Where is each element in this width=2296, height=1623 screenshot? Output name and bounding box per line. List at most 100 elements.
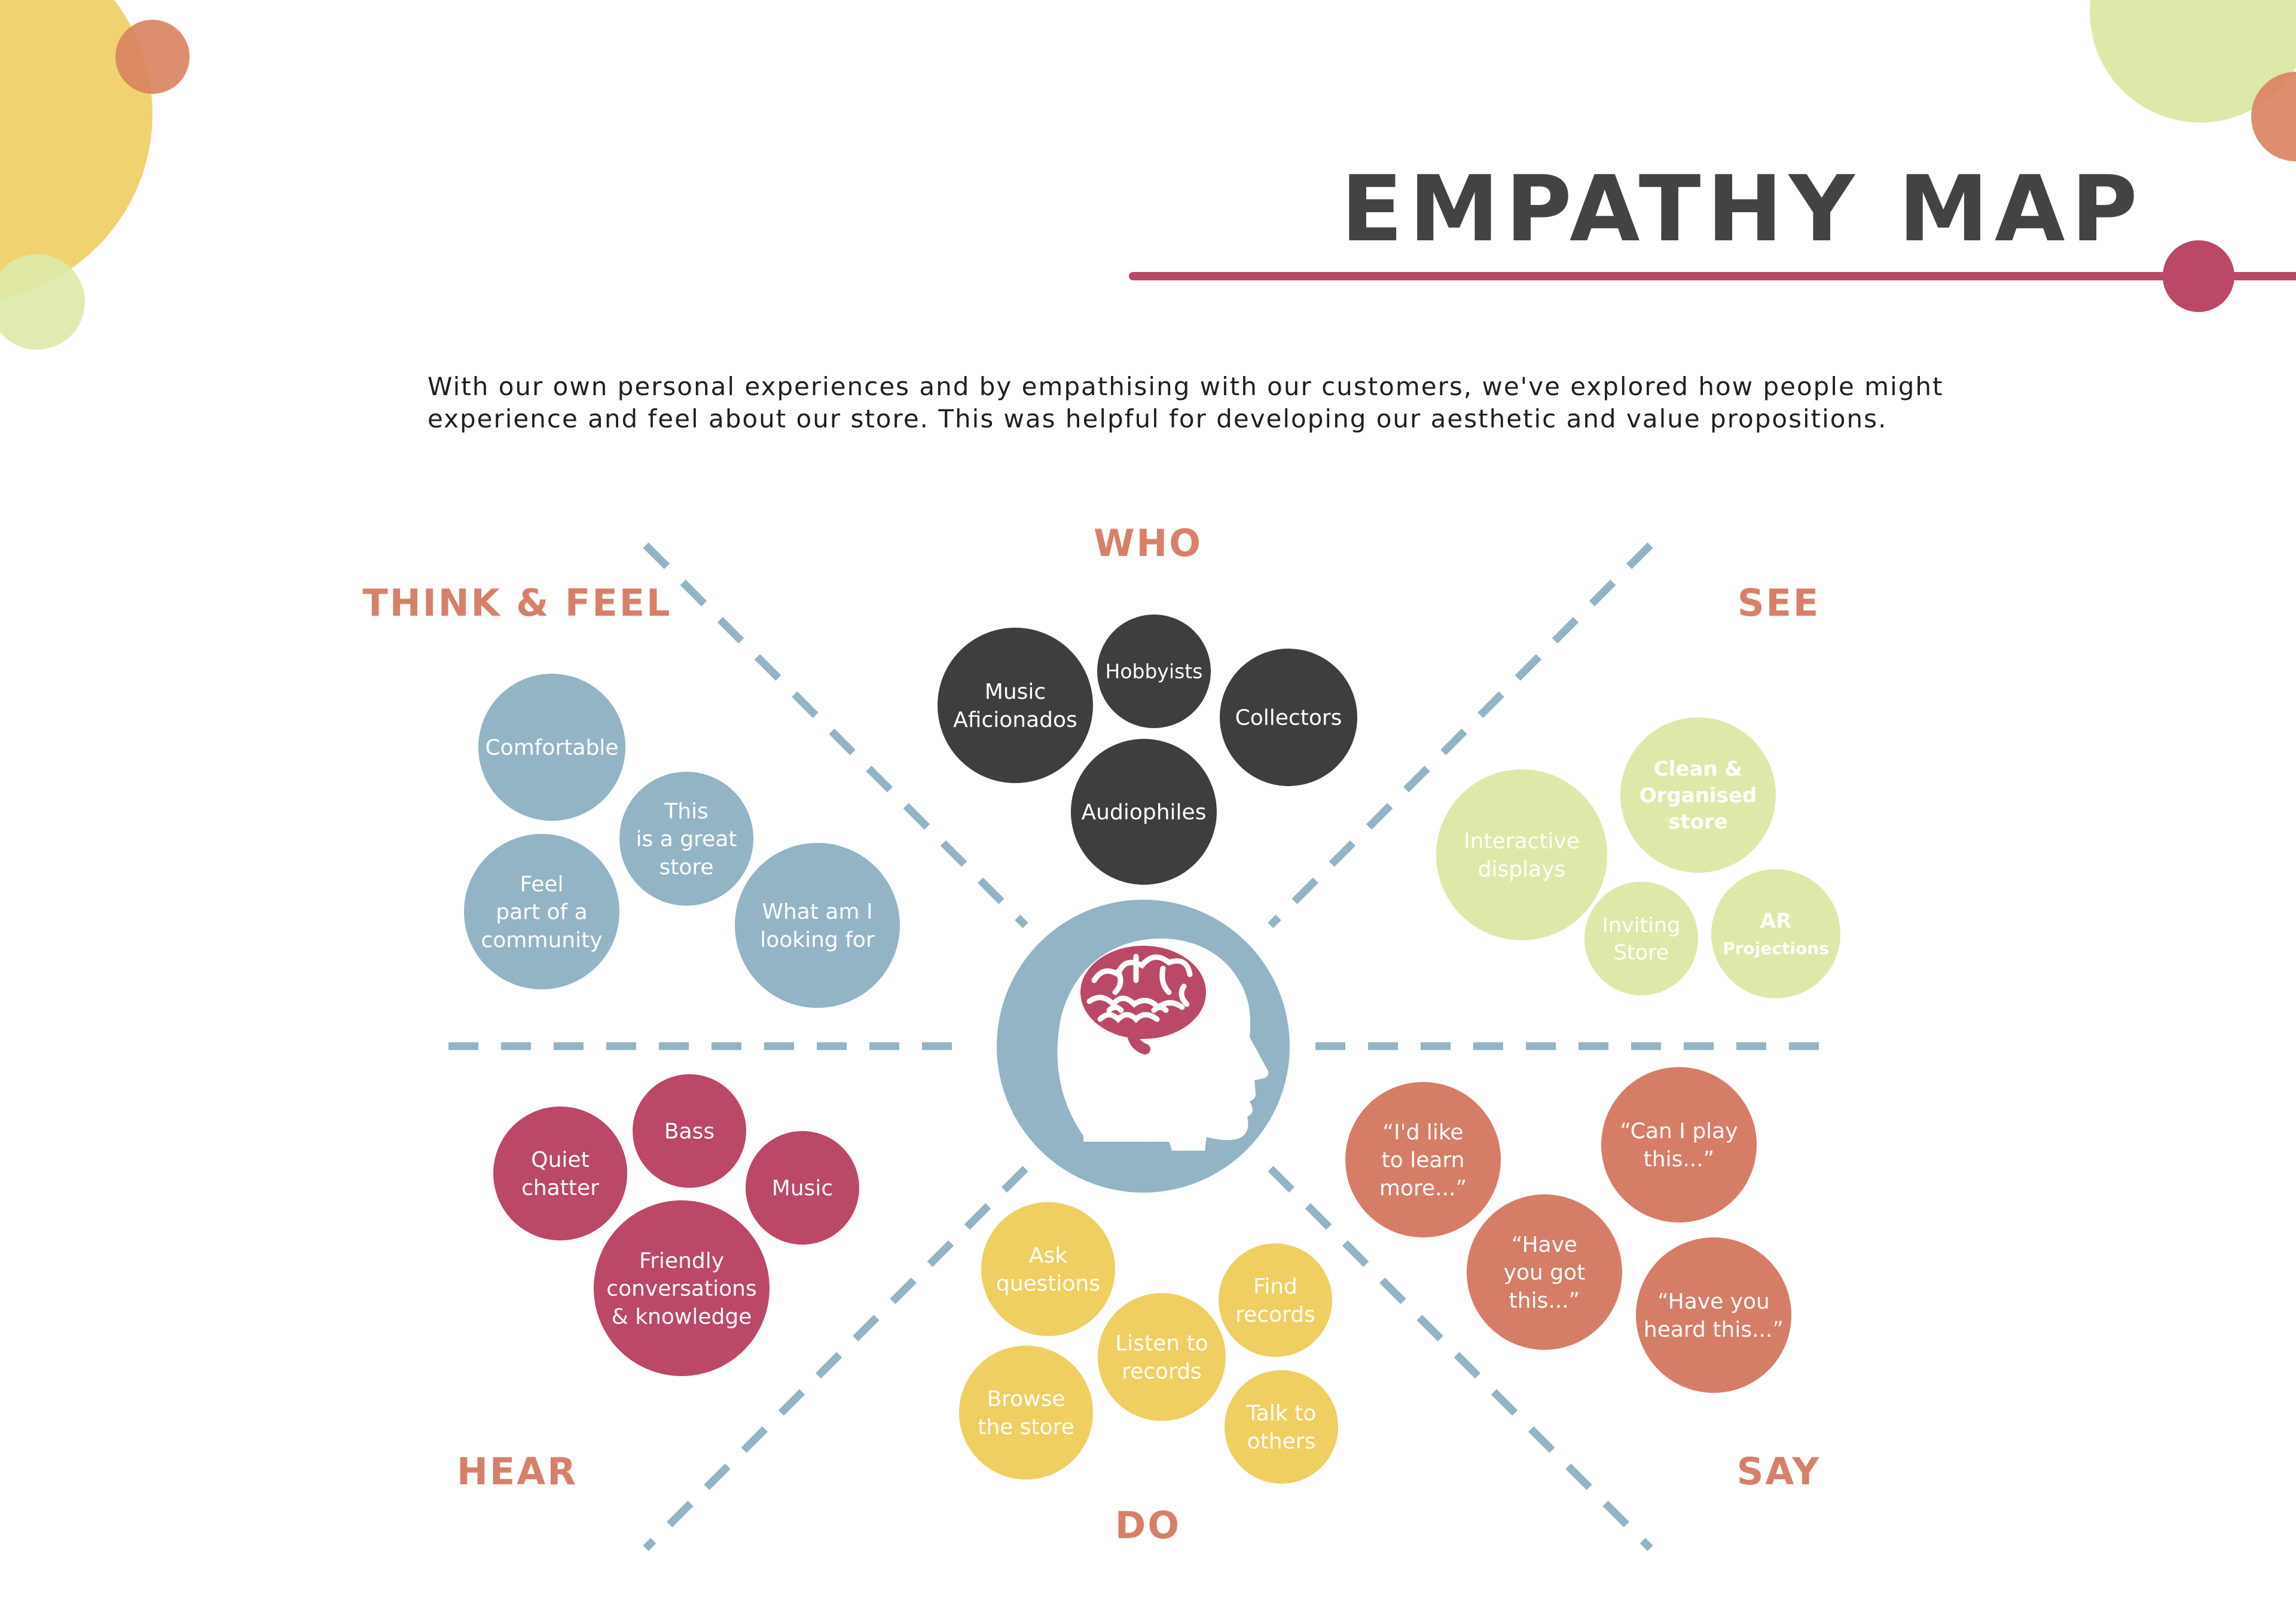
- bubble-circle: [594, 1200, 770, 1376]
- hear-bubble: Bass: [633, 1074, 746, 1188]
- page-title: EMPATHY MAP: [1341, 156, 2144, 262]
- bubble-circle: [1467, 1194, 1622, 1350]
- intro-paragraph: With our own personal experiences and by…: [428, 371, 1982, 435]
- bubble-circle: [735, 843, 900, 1008]
- bubble-label: Ask: [1029, 1243, 1067, 1268]
- bubble-circle: [464, 834, 619, 989]
- bubble-circle: [478, 674, 625, 821]
- hear-bubble: Music: [746, 1131, 859, 1245]
- bubble-label: Feel: [520, 872, 563, 897]
- think-feel-bubble: Feel part of a community: [464, 834, 619, 989]
- bubble-circle: [1601, 1067, 1757, 1222]
- bubble-label: this...”: [1509, 1288, 1580, 1313]
- divider-top-left: [643, 542, 1028, 928]
- do-bubble: Browse the store: [959, 1346, 1093, 1480]
- bubble-circle: [1071, 739, 1217, 885]
- who-bubble: Collectors: [1220, 649, 1357, 786]
- bubble-circle: [938, 628, 1093, 783]
- bubble-label: “I'd like: [1382, 1120, 1463, 1145]
- bubble-circle: [1097, 615, 1211, 728]
- say-bubble: “Have you heard this...”: [1636, 1237, 1791, 1393]
- decor-circle: [2251, 72, 2296, 161]
- bubble-circle: [1436, 769, 1607, 940]
- bubble-label: community: [481, 928, 602, 952]
- bubble-circle: [619, 772, 753, 906]
- bubble-label: conversations: [606, 1277, 756, 1301]
- bubble-circle: [493, 1107, 627, 1240]
- bubble-label: Store: [1614, 941, 1669, 965]
- bubble-label: the store: [978, 1415, 1074, 1439]
- divider-bottom-right: [1268, 1166, 1653, 1551]
- decor-circle: [0, 254, 85, 350]
- bubble-label: Friendly: [639, 1249, 724, 1273]
- decor-circle: [0, 0, 152, 299]
- bubble-label: this...”: [1644, 1147, 1715, 1172]
- label-say: SAY: [1737, 1450, 1821, 1493]
- bubble-label: chatter: [521, 1176, 599, 1200]
- bubble-label: Clean &: [1654, 757, 1742, 781]
- divider-bottom-left: [643, 1166, 1028, 1551]
- think-feel-bubble: What am I looking for: [735, 843, 900, 1008]
- bubble-circle: [1225, 1370, 1338, 1484]
- bubble-label: records: [1235, 1303, 1315, 1327]
- bubble-circle: [981, 1202, 1115, 1336]
- bubble-label: This: [664, 799, 709, 824]
- bubble-label: “Can I play: [1620, 1119, 1738, 1144]
- do-bubble: Ask questions: [981, 1202, 1115, 1336]
- who-bubble: Audiophiles: [1071, 739, 1217, 885]
- intro-line-2: experience and feel about our store. Thi…: [428, 404, 1888, 433]
- bubble-label: Aficionados: [953, 708, 1077, 732]
- bubble-label: “Have: [1512, 1233, 1577, 1257]
- bubble-label: Collectors: [1235, 706, 1342, 730]
- bubble-label: questions: [996, 1271, 1100, 1296]
- label-who: WHO: [1094, 521, 1202, 565]
- bubble-label: Browse: [987, 1387, 1065, 1411]
- do-bubble: Find records: [1219, 1243, 1332, 1357]
- who-bubble: Hobbyists: [1097, 615, 1211, 728]
- bubble-label: Audiophiles: [1082, 800, 1207, 825]
- label-do: DO: [1115, 1503, 1181, 1547]
- bubble-label: looking for: [760, 928, 875, 952]
- bubble-circle: [1098, 1293, 1226, 1421]
- bubble-label: Listen to: [1115, 1331, 1208, 1356]
- bubble-label: others: [1247, 1429, 1316, 1454]
- bubble-label: “Have you: [1657, 1289, 1770, 1314]
- hear-bubble: Friendly conversations & knowledge: [594, 1200, 770, 1376]
- bubble-label: Music: [985, 680, 1046, 704]
- intro-line-1: With our own personal experiences and by…: [428, 372, 1944, 401]
- label-think-feel: THINK & FEEL: [363, 581, 672, 625]
- bubble-label: part of a: [496, 900, 587, 925]
- bubble-circle: [1345, 1082, 1501, 1237]
- bubble-circle: [1636, 1237, 1791, 1393]
- bubble-label: Projections: [1723, 939, 1829, 958]
- bubble-circle: [1620, 717, 1776, 873]
- bubble-label: store: [659, 855, 713, 879]
- divider-top-right: [1268, 542, 1653, 928]
- label-see: SEE: [1738, 581, 1820, 625]
- who-bubbles: MusicAficionadosHobbyistsCollectorsAudio…: [938, 615, 1357, 885]
- think-feel-bubble: Comfortable: [478, 674, 625, 821]
- bubble-circle: [1219, 1243, 1332, 1357]
- bubble-label: heard this...”: [1644, 1318, 1784, 1342]
- bubble-label: displays: [1478, 857, 1566, 882]
- bubble-label: What am I: [762, 900, 872, 924]
- bubble-label: & knowledge: [612, 1304, 752, 1329]
- bubble-label: Find: [1253, 1274, 1297, 1299]
- decor-top-left: [0, 0, 190, 350]
- bubble-label: to learn: [1382, 1148, 1465, 1173]
